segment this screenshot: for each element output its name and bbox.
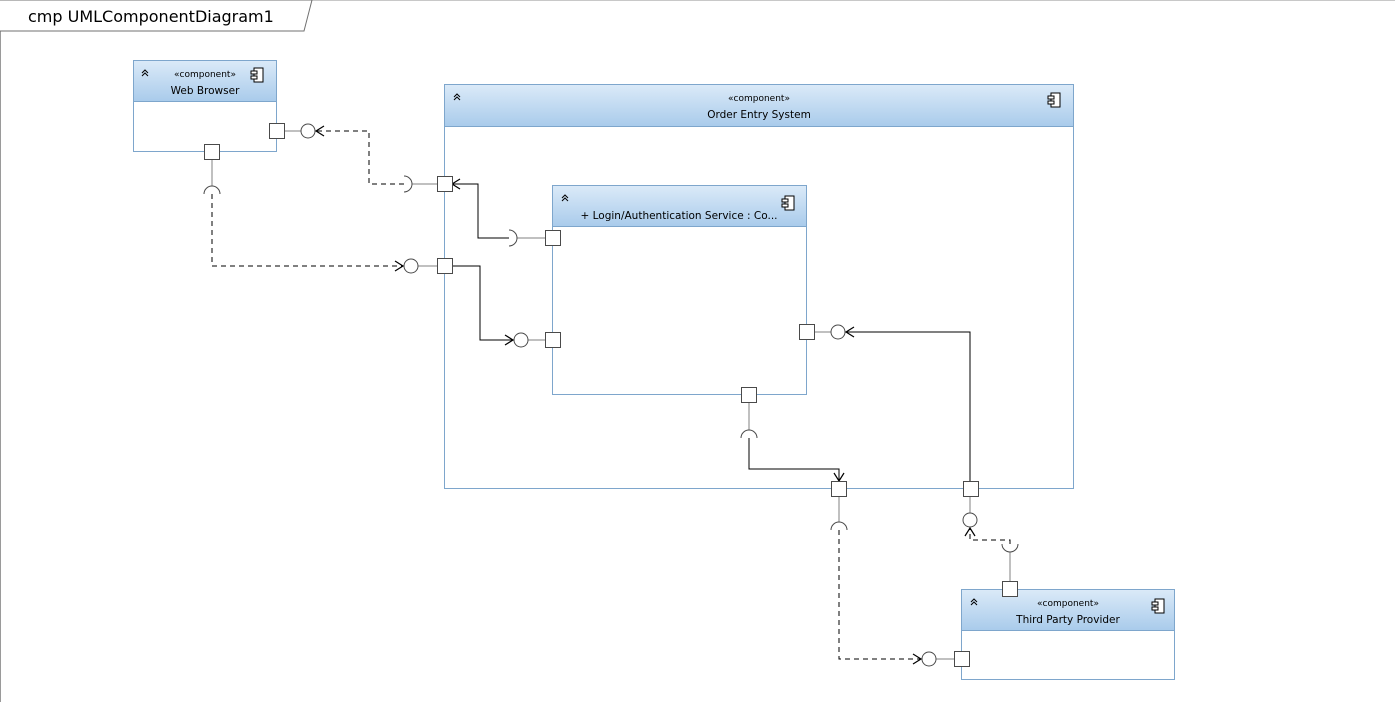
provided-interface-icon [921, 651, 937, 667]
component-web-browser[interactable]: «component» Web Browser [133, 60, 277, 152]
port [831, 481, 847, 497]
collapse-chevron-icon[interactable] [970, 598, 978, 606]
arrowhead-icon [394, 260, 405, 272]
component-stereotype: «component» [1037, 599, 1099, 609]
component-stereotype: «component» [174, 70, 236, 80]
ports[interactable] [204, 123, 1018, 667]
component-third-party-provider[interactable]: «component» Third Party Provider [961, 589, 1175, 680]
provided-interface-icon [962, 512, 978, 528]
delegation-connector [846, 331, 971, 481]
port [204, 144, 220, 160]
port [437, 176, 453, 192]
dependency-connectors [211, 125, 1011, 665]
port [954, 651, 970, 667]
collapse-chevron-icon[interactable] [141, 69, 149, 77]
component-login-authentication-service[interactable]: + Login/Authentication Service : Co... [552, 185, 807, 395]
port [545, 332, 561, 348]
dependency-connector [969, 528, 1011, 544]
port [963, 481, 979, 497]
dependency-connector [211, 194, 403, 267]
port [545, 230, 561, 246]
component-name: Web Browser [171, 85, 240, 97]
arrowhead-icon [504, 334, 515, 346]
port [799, 324, 815, 340]
component-stereotype: «component» [728, 94, 790, 104]
component-icon [1047, 92, 1061, 108]
provided-interfaces [300, 123, 978, 667]
dependency-connector [838, 530, 921, 660]
arrowhead-icon [912, 653, 923, 665]
port [1002, 581, 1018, 597]
collapse-chevron-icon[interactable] [453, 93, 461, 101]
component-icon [1151, 598, 1165, 614]
required-interface-icon [1001, 543, 1019, 553]
delegation-connector [452, 183, 509, 239]
arrowhead-icon [964, 526, 976, 537]
component-name: Third Party Provider [1015, 614, 1120, 626]
arrowhead-icon [844, 326, 855, 338]
delegation-connector [452, 265, 513, 341]
component-name: Order Entry System [707, 109, 811, 121]
collapse-chevron-icon[interactable] [561, 194, 569, 202]
port [269, 123, 285, 139]
provided-interface-icon [513, 332, 529, 348]
required-interfaces [203, 175, 1019, 553]
provided-interface-icon [830, 324, 846, 340]
component-icon [781, 195, 795, 211]
required-interface-icon [203, 185, 221, 195]
dependency-connector [316, 130, 404, 185]
interface-stubs [211, 130, 1011, 660]
required-interface-icon [508, 229, 518, 247]
component-name: + Login/Authentication Service : Co... [580, 210, 777, 222]
diagram-title: cmp UMLComponentDiagram1 [28, 7, 274, 26]
provided-interface-icon [300, 123, 316, 139]
component-icon [250, 67, 264, 83]
port [437, 258, 453, 274]
arrowhead-icon [314, 125, 325, 137]
provided-interface-icon [403, 258, 419, 274]
required-interface-icon [403, 175, 413, 193]
delegation-connector [748, 438, 840, 481]
required-interface-icon [830, 521, 848, 531]
port [741, 387, 757, 403]
required-interface-icon [740, 429, 758, 439]
delegation-connectors [450, 178, 971, 483]
